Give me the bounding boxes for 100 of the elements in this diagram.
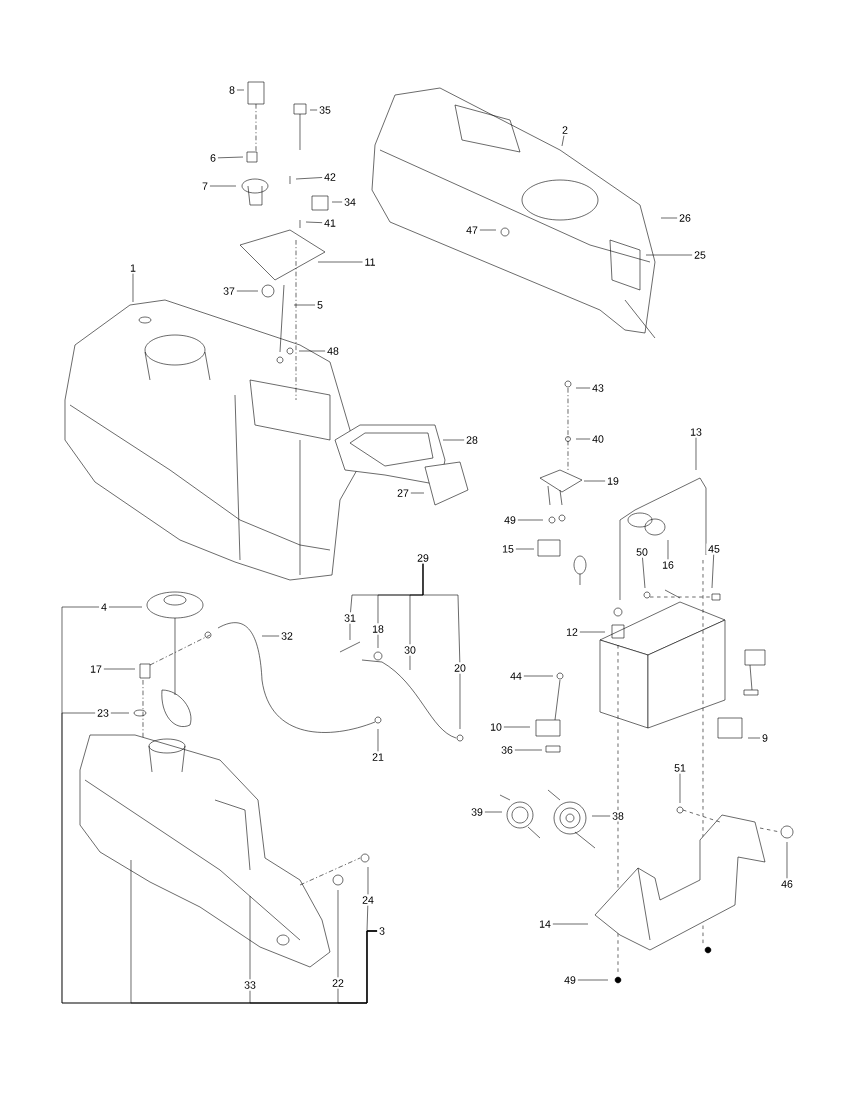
leader-line (503, 726, 531, 728)
leader-line (552, 923, 589, 925)
callout-number: 23 (95, 707, 111, 719)
leader-line (317, 261, 363, 263)
callout-number: 34 (342, 196, 358, 208)
leader-line (575, 387, 591, 389)
callout-number: 22 (330, 977, 346, 989)
leader-line (517, 519, 544, 521)
callout-number: 42 (322, 171, 338, 183)
leader-line (377, 634, 379, 649)
callout-number: 6 (208, 152, 218, 164)
leader-line (786, 841, 788, 879)
bracket-line (366, 905, 378, 932)
leader-line (561, 135, 565, 147)
bracket-line (422, 563, 461, 663)
callout-number: 10 (488, 721, 504, 733)
leader-line (442, 439, 465, 441)
callout-number: 17 (88, 663, 104, 675)
leader-line (711, 554, 714, 589)
leader-line (337, 889, 339, 978)
leader-line (583, 480, 606, 482)
leader-line (642, 557, 646, 589)
leader-line (484, 811, 503, 813)
callout-number: 13 (688, 426, 704, 438)
leader-line (249, 895, 251, 980)
callout-number: 1 (128, 262, 138, 274)
leader-line (217, 156, 244, 159)
callout-number: 32 (279, 630, 295, 642)
callout-number: 8 (227, 84, 237, 96)
callout-number: 46 (779, 878, 795, 890)
leader-line (295, 177, 323, 180)
callout-number: 28 (464, 434, 480, 446)
callout-number: 9 (760, 732, 770, 744)
callout-number: 29 (415, 552, 431, 564)
callout-number: 15 (500, 543, 516, 555)
leader-line (293, 304, 316, 306)
callout-number: 26 (677, 212, 693, 224)
leader-line (298, 350, 326, 352)
leader-line (660, 217, 678, 219)
callout-number: 41 (322, 217, 338, 229)
callout-number: 20 (452, 662, 468, 674)
leader-line (103, 668, 136, 670)
callout-number: 33 (242, 979, 258, 991)
leader-line (515, 548, 535, 550)
leader-line (409, 655, 411, 671)
callout-number: 48 (325, 345, 341, 357)
leader-line (110, 712, 130, 714)
callout-number: 21 (370, 751, 386, 763)
leader-line (679, 773, 681, 804)
leader-line (514, 749, 543, 751)
leader-line (377, 728, 379, 752)
leader-line (261, 635, 280, 637)
callout-number: 37 (221, 285, 237, 297)
leader-line (331, 201, 343, 203)
callout-number: 40 (590, 433, 606, 445)
callout-number: 49 (562, 974, 578, 986)
callout-number: 3 (377, 925, 387, 937)
leader-line (305, 221, 323, 223)
callout-number: 5 (315, 299, 325, 311)
callout-number: 35 (317, 104, 333, 116)
callout-number: 14 (537, 918, 553, 930)
leader-line (108, 606, 143, 608)
callout-number: 7 (200, 180, 210, 192)
callout-number: 30 (402, 644, 418, 656)
callout-number: 27 (395, 487, 411, 499)
callout-number: 12 (564, 626, 580, 638)
leader-line (309, 109, 318, 111)
leader-line (209, 185, 237, 187)
callout-number: 36 (499, 744, 515, 756)
callout-number: 4 (99, 601, 109, 613)
callout-number: 39 (469, 806, 485, 818)
leader-line (747, 737, 761, 739)
leader-line (667, 539, 669, 560)
leader-line (132, 273, 134, 303)
leader-line (479, 229, 497, 231)
callout-number: 43 (590, 382, 606, 394)
callout-number: 19 (605, 475, 621, 487)
callout-number: 44 (508, 670, 524, 682)
callout-number: 38 (610, 810, 626, 822)
leader-line (349, 623, 351, 641)
leader-line (579, 631, 606, 633)
leader-line (236, 89, 245, 91)
leader-line (695, 437, 697, 471)
callout-number: 16 (660, 559, 676, 571)
callout-number: 47 (464, 224, 480, 236)
callout-number: 49 (502, 514, 518, 526)
callout-number: 31 (342, 612, 358, 624)
leader-line (575, 438, 591, 440)
callout-number: 2 (560, 124, 570, 136)
leader-line (523, 675, 554, 677)
leader-line (645, 254, 693, 256)
leader-line (459, 673, 461, 730)
leader-line (591, 815, 611, 817)
leader-line (367, 866, 369, 895)
callout-number: 18 (370, 623, 386, 635)
callout-number: 50 (634, 546, 650, 558)
callout-number: 45 (706, 543, 722, 555)
leader-line (410, 492, 425, 494)
callout-number: 51 (672, 762, 688, 774)
callout-number: 24 (360, 894, 376, 906)
